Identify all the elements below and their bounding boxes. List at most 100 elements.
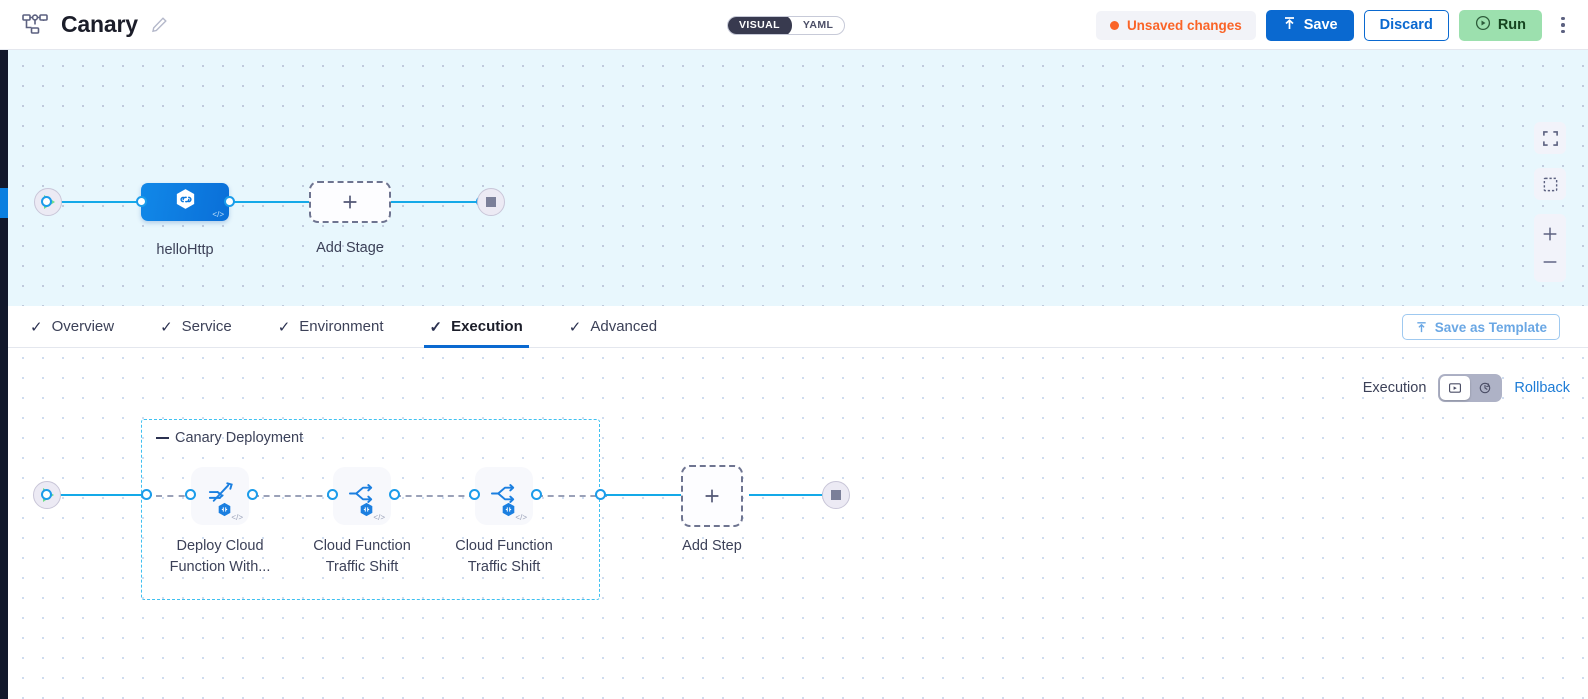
selection-box-button[interactable] [1534, 168, 1566, 200]
stage-node-hellohttp[interactable]: </> [141, 183, 229, 221]
collapse-minus-icon[interactable] [156, 437, 169, 439]
execution-mode-row: Execution Rollback [1363, 374, 1570, 402]
rollback-view-icon[interactable] [1470, 376, 1500, 400]
tab-advanced[interactable]: ✓ Advanced [569, 306, 657, 348]
app-header: Canary VISUAL YAML Unsaved changes [0, 0, 1588, 50]
step-node-label: Cloud Function Traffic Shift [313, 538, 411, 575]
stage-canvas[interactable]: </> helloHttp Add Stage [8, 50, 1588, 306]
step3-output-port[interactable] [531, 489, 542, 500]
step2-output-port[interactable] [389, 489, 400, 500]
check-icon: ✓ [30, 318, 43, 336]
left-nav-rail [0, 50, 8, 699]
unsaved-dot-icon [1109, 20, 1119, 30]
discard-label: Discard [1379, 17, 1433, 33]
toggle-yaml[interactable]: YAML [802, 19, 834, 31]
step-node-traffic-shift-1[interactable]: </> [333, 467, 391, 525]
tab-execution[interactable]: ✓ Execution [423, 306, 530, 348]
add-stage-label: Add Stage [316, 240, 384, 256]
edge-step1-to-step2 [253, 495, 333, 497]
group-title-label: Canary Deployment [175, 430, 304, 446]
run-button[interactable]: Run [1458, 9, 1542, 41]
add-step-button[interactable] [681, 465, 743, 527]
edge-step2-to-step3 [395, 495, 475, 497]
hexagon-badge [217, 502, 232, 517]
check-icon: ✓ [568, 318, 582, 336]
execution-canvas[interactable]: Execution Rollback [8, 348, 1588, 699]
execution-label: Execution [1362, 380, 1427, 396]
marquee-select-icon [1543, 177, 1557, 191]
plus-icon [343, 195, 357, 209]
edge-addstep-to-end [749, 494, 839, 496]
edge-stage-to-addstage [223, 201, 383, 203]
tab-environment[interactable]: ✓ Environment [278, 306, 384, 348]
config-tab-bar: ✓ Overview ✓ Service ✓ Environment ✓ Exe… [8, 306, 1588, 348]
kebab-menu-icon[interactable] [1552, 10, 1574, 40]
unsaved-label: Unsaved changes [1126, 17, 1242, 33]
step-node-label: Deploy Cloud Function With... [169, 538, 271, 575]
stage-output-port[interactable] [224, 196, 235, 207]
yaml-code-icon: </> [515, 513, 527, 522]
hexagon-badge [359, 502, 374, 517]
step2-input-port[interactable] [327, 489, 338, 500]
save-as-template-label: Save as Template [1434, 319, 1547, 335]
step-node-deploy-cloud-function[interactable]: </> [191, 467, 249, 525]
discard-button[interactable]: Discard [1363, 9, 1449, 41]
edge-start-to-group [48, 494, 152, 496]
header-actions: Unsaved changes Save Discard [1095, 0, 1574, 50]
execution-rollback-toggle[interactable] [1438, 374, 1503, 402]
save-as-template-button[interactable]: Save as Template [1401, 314, 1560, 340]
end-node[interactable] [822, 481, 850, 509]
group-input-port[interactable] [141, 489, 152, 500]
left-nav-active-indicator [0, 188, 8, 218]
edge-addstage-to-end [391, 201, 491, 203]
page-title: Canary [61, 11, 138, 37]
zoom-in-plus-icon[interactable] [1540, 224, 1560, 244]
tab-execution-label: Execution [451, 318, 523, 335]
stage-node-label: helloHttp [156, 242, 214, 258]
save-label: Save [1303, 17, 1338, 33]
tab-service-label: Service [181, 318, 232, 335]
step1-input-port[interactable] [185, 489, 196, 500]
zoom-out-minus-icon[interactable] [1540, 252, 1560, 272]
step-node-label: Cloud Function Traffic Shift [455, 538, 553, 575]
step3-input-port[interactable] [469, 489, 480, 500]
end-node[interactable] [477, 188, 505, 216]
toggle-visual[interactable]: VISUAL [728, 17, 792, 34]
fit-to-screen-button[interactable] [1534, 122, 1566, 154]
group-output-port[interactable] [595, 489, 606, 500]
edge-step3-to-groupend [537, 495, 607, 497]
pencil-icon[interactable] [151, 16, 168, 33]
deploy-rocket-icon [204, 479, 237, 513]
add-step-label: Add Step [682, 538, 742, 554]
step-node-traffic-shift-2[interactable]: </> [475, 467, 533, 525]
tab-overview[interactable]: ✓ Overview [30, 306, 114, 348]
add-stage-button[interactable] [309, 181, 391, 223]
tab-environment-label: Environment [299, 318, 384, 335]
canvas-controls [1534, 122, 1566, 282]
traffic-split-icon [346, 479, 379, 513]
edge-start-to-stage [56, 201, 161, 203]
check-icon: ✓ [277, 318, 291, 336]
tab-overview-label: Overview [51, 318, 115, 335]
save-button[interactable]: Save [1265, 9, 1354, 41]
step1-output-port[interactable] [247, 489, 258, 500]
yaml-code-icon: </> [231, 513, 243, 522]
zoom-controls [1534, 214, 1566, 282]
tab-service[interactable]: ✓ Service [160, 306, 232, 348]
play-circle-icon [1475, 15, 1491, 35]
start-node-port[interactable] [41, 489, 52, 500]
edge-group-to-addstep [605, 494, 690, 496]
cloud-function-link-icon [173, 187, 198, 217]
check-icon: ✓ [160, 318, 173, 336]
stage-input-port[interactable] [136, 196, 147, 207]
yaml-code-icon: </> [373, 513, 385, 522]
visual-yaml-toggle[interactable]: VISUAL YAML [727, 16, 846, 35]
execution-view-icon[interactable] [1440, 376, 1471, 400]
start-node-port[interactable] [41, 196, 52, 207]
group-title: Canary Deployment [156, 430, 303, 446]
plus-icon [705, 489, 719, 503]
status-badge-unsaved: Unsaved changes [1095, 10, 1256, 40]
rollback-link[interactable]: Rollback [1514, 380, 1570, 396]
step-group-canary-deployment[interactable]: Canary Deployment [141, 419, 600, 600]
